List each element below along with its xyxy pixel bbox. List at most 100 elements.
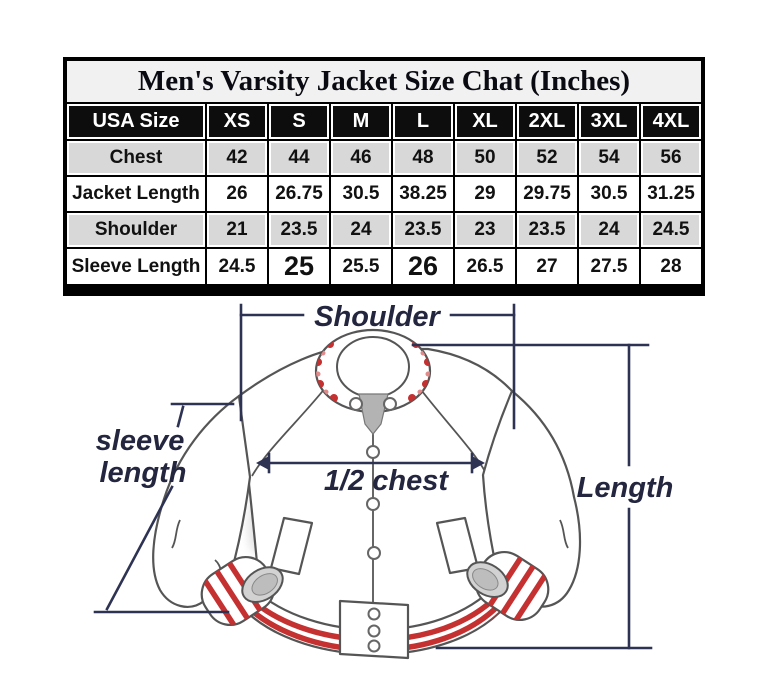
- value-cell-chest-l-text: 48: [395, 143, 451, 173]
- value-cell-shoulder-3xl-text: 24: [581, 215, 637, 245]
- value-cell-shoulder-s-text: 23.5: [271, 215, 327, 245]
- header-cell-3xl: 3XL: [579, 104, 639, 139]
- value-cell-shoulder-m: 24: [331, 213, 391, 247]
- value-cell-sleeve-length-m: 25.5: [331, 249, 391, 284]
- header-cell-xl-text: XL: [457, 106, 513, 137]
- value-cell-sleeve-length-2xl: 27: [517, 249, 577, 284]
- value-cell-sleeve-length-3xl: 27.5: [579, 249, 639, 284]
- value-cell-shoulder-s: 23.5: [269, 213, 329, 247]
- header-cell-s: S: [269, 104, 329, 139]
- header-cell-4xl-text: 4XL: [643, 106, 699, 137]
- row-label-shoulder: Shoulder: [67, 213, 205, 247]
- value-cell-jacket-length-l: 38.25: [393, 177, 453, 211]
- row-label-sleeve-length-text: Sleeve Length: [71, 255, 201, 277]
- value-cell-sleeve-length-4xl-text: 28: [660, 255, 682, 277]
- value-cell-shoulder-3xl: 24: [579, 213, 639, 247]
- length-label: Length: [577, 472, 674, 504]
- row-label-chest: Chest: [67, 141, 205, 175]
- value-cell-chest-3xl-text: 54: [581, 143, 637, 173]
- header-cell-m: M: [331, 104, 391, 139]
- header-cell-usa-size: USA Size: [67, 104, 205, 139]
- header-cell-3xl-text: 3XL: [581, 106, 637, 137]
- header-cell-s-text: S: [271, 106, 327, 137]
- value-cell-shoulder-xs-text: 21: [209, 215, 265, 245]
- value-cell-sleeve-length-xl: 26.5: [455, 249, 515, 284]
- value-cell-sleeve-length-xs: 24.5: [207, 249, 267, 284]
- value-cell-jacket-length-m: 30.5: [331, 177, 391, 211]
- table-title: Men's Varsity Jacket Size Chat (Inches): [67, 61, 701, 102]
- value-cell-shoulder-2xl-text: 23.5: [519, 215, 575, 245]
- value-cell-chest-xs: 42: [207, 141, 267, 175]
- right-cuff: [466, 551, 550, 625]
- row-label-sleeve-length: Sleeve Length: [67, 249, 205, 284]
- header-cell-2xl-text: 2XL: [519, 106, 575, 137]
- value-cell-chest-xl-text: 50: [457, 143, 513, 173]
- size-table: Men's Varsity Jacket Size Chat (Inches) …: [63, 57, 705, 296]
- length-measure-lines: [411, 343, 653, 650]
- value-cell-jacket-length-s-text: 26.75: [275, 183, 323, 204]
- half-chest-label: 1/2 chest: [324, 465, 449, 497]
- header-cell-l: L: [393, 104, 453, 139]
- row-label-chest-text: Chest: [69, 143, 203, 173]
- value-cell-sleeve-length-3xl-text: 27.5: [590, 255, 628, 277]
- value-cell-shoulder-xl: 23: [455, 213, 515, 247]
- value-cell-sleeve-length-xl-text: 26.5: [466, 255, 504, 277]
- value-cell-shoulder-l: 23.5: [393, 213, 453, 247]
- jacket-diagram: Shoulder Length 1/2 chest sleeve length: [93, 301, 674, 660]
- value-cell-chest-m: 46: [331, 141, 391, 175]
- value-cell-jacket-length-xl: 29: [455, 177, 515, 211]
- value-cell-jacket-length-2xl: 29.75: [517, 177, 577, 211]
- left-pocket: [269, 516, 314, 576]
- header-cell-m-text: M: [333, 106, 389, 137]
- value-cell-jacket-length-4xl: 31.25: [641, 177, 701, 211]
- value-cell-jacket-length-xs-text: 26: [226, 183, 248, 204]
- value-cell-chest-2xl: 52: [517, 141, 577, 175]
- value-cell-sleeve-length-s-text: 25: [283, 251, 315, 281]
- value-cell-sleeve-length-2xl-text: 27: [536, 255, 558, 277]
- value-cell-jacket-length-4xl-text: 31.25: [647, 183, 695, 204]
- header-cell-xs-text: XS: [209, 106, 265, 137]
- value-cell-jacket-length-xl-text: 29: [474, 183, 496, 204]
- value-cell-sleeve-length-l-text: 26: [407, 251, 439, 281]
- value-cell-jacket-length-l-text: 38.25: [399, 183, 447, 204]
- value-cell-chest-m-text: 46: [333, 143, 389, 173]
- sleeve-measure-lines: [93, 402, 235, 614]
- value-cell-sleeve-length-xs-text: 24.5: [218, 255, 256, 277]
- row-label-jacket-length-text: Jacket Length: [72, 183, 200, 204]
- value-cell-chest-3xl: 54: [579, 141, 639, 175]
- value-cell-chest-2xl-text: 52: [519, 143, 575, 173]
- value-cell-jacket-length-2xl-text: 29.75: [523, 183, 571, 204]
- header-cell-usa-size-text: USA Size: [69, 106, 203, 137]
- value-cell-chest-4xl-text: 56: [643, 143, 699, 173]
- value-cell-sleeve-length-s: 25: [269, 249, 329, 284]
- value-cell-shoulder-4xl-text: 24.5: [643, 215, 699, 245]
- left-shoulder-seam: [251, 381, 331, 477]
- value-cell-sleeve-length-l: 26: [393, 249, 453, 284]
- value-cell-chest-xs-text: 42: [209, 143, 265, 173]
- value-cell-shoulder-4xl: 24.5: [641, 213, 701, 247]
- header-cell-2xl: 2XL: [517, 104, 577, 139]
- value-cell-jacket-length-xs: 26: [207, 177, 267, 211]
- header-cell-xs: XS: [207, 104, 267, 139]
- half-chest-measure-lines: [256, 452, 485, 474]
- header-cell-4xl: 4XL: [641, 104, 701, 139]
- row-label-jacket-length: Jacket Length: [67, 177, 205, 211]
- value-cell-shoulder-2xl: 23.5: [517, 213, 577, 247]
- row-label-shoulder-text: Shoulder: [69, 215, 203, 245]
- value-cell-shoulder-xl-text: 23: [457, 215, 513, 245]
- sleeve-label-line2: length: [100, 457, 187, 489]
- value-cell-sleeve-length-4xl: 28: [641, 249, 701, 284]
- value-cell-shoulder-xs: 21: [207, 213, 267, 247]
- value-cell-chest-s: 44: [269, 141, 329, 175]
- left-cuff: [200, 556, 284, 630]
- collar-placket-shade: [358, 393, 389, 435]
- header-cell-xl: XL: [455, 104, 515, 139]
- shoulder-measure-lines: [239, 303, 516, 430]
- value-cell-sleeve-length-m-text: 25.5: [342, 255, 380, 277]
- value-cell-shoulder-m-text: 24: [333, 215, 389, 245]
- value-cell-shoulder-l-text: 23.5: [395, 215, 451, 245]
- value-cell-chest-xl: 50: [455, 141, 515, 175]
- buttons: [366, 445, 381, 560]
- shoulder-label: Shoulder: [314, 301, 441, 333]
